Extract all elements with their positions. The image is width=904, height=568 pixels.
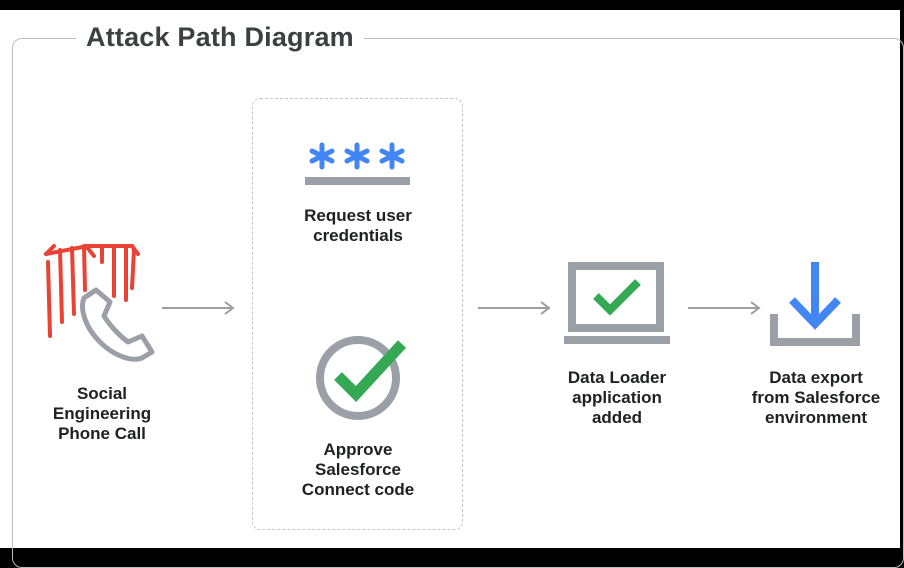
diagram-canvas: [0, 10, 904, 548]
credential-steps-group: [252, 98, 463, 530]
node-label-phone: Social Engineering Phone Call: [52, 384, 152, 443]
ringing-phone-icon: [44, 244, 155, 362]
edge-credentials-to-dataloader: [478, 301, 551, 315]
laptop-checkmark-icon: [564, 262, 670, 344]
edge-phone-to-credentials: [162, 301, 235, 315]
diagram-title: Attack Path Diagram: [76, 22, 364, 53]
node-label-credentials: Request user credentials: [304, 206, 412, 245]
node-label-dataloader: Data Loader application added: [567, 368, 667, 427]
node-label-approve: Approve Salesforce Connect code: [301, 440, 415, 499]
download-arrow-icon: [770, 262, 860, 346]
password-asterisks-icon: [305, 142, 410, 185]
edge-dataloader-to-export: [688, 301, 761, 315]
circle-checkmark-icon: [316, 336, 407, 420]
node-label-export: Data export from Salesforce environment: [751, 368, 881, 427]
screen-edge: [900, 0, 904, 548]
